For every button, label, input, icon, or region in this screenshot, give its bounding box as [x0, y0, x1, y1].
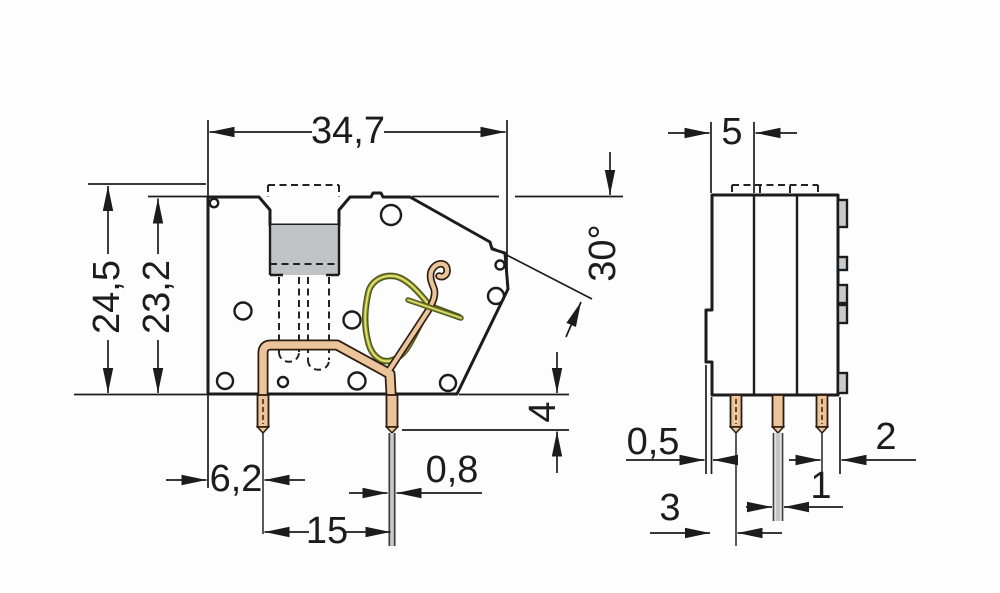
side-tabs: [836, 198, 849, 395]
dim-pin-thickness: 1: [746, 465, 843, 513]
front-extension-lines: [74, 120, 623, 488]
pole-dividers: [752, 195, 799, 395]
front-solder-pins: [255, 394, 400, 546]
dim-label-height-body: 23,2: [136, 260, 178, 334]
dim-overall-width: 34,7: [209, 110, 506, 152]
dim-first-pin-offset: 6,2: [166, 458, 305, 500]
hidden-channels: [278, 277, 330, 371]
dim-pin-row-inset: 3: [650, 487, 782, 539]
front-body: [206, 191, 510, 396]
dim-pin-to-edge: 2: [789, 416, 916, 466]
spring-tail: [405, 297, 464, 321]
dim-label-overall-width: 34,7: [311, 110, 385, 152]
dim-label-first-pin-offset: 6,2: [210, 458, 263, 500]
dim-label-angle: 30°: [582, 224, 624, 281]
side-body: [704, 193, 840, 397]
dim-label-pin-spacing: 15: [306, 510, 348, 552]
dim-step-offset: 0,5: [626, 421, 738, 466]
dim-label-pitch: 5: [721, 111, 742, 153]
push-button-hidden: [267, 184, 340, 197]
dim-angle: 30°: [565, 152, 624, 338]
housing-holes: [208, 197, 506, 393]
dim-label-step-offset: 0,5: [627, 421, 680, 463]
side-extension-lines: [705, 122, 841, 474]
dim-pin-end-width: 0,8: [349, 449, 482, 499]
dim-label-pin-to-edge: 2: [875, 416, 896, 458]
dim-label-pin-protrusion: 4: [522, 401, 564, 422]
side-view: 5 0,5 3 1 2: [626, 111, 916, 546]
dim-pitch: 5: [668, 111, 797, 153]
clamp-spring: [361, 272, 463, 365]
dim-label-pin-end-width: 0,8: [426, 449, 479, 491]
front-view: 34,7 24,5 23,2 30° 4: [74, 110, 624, 552]
dim-height-total: 24,5: [86, 186, 128, 393]
dim-pin-spacing: 15: [264, 510, 391, 552]
dim-pin-protrusion: 4: [522, 352, 564, 473]
side-buttons-hidden: [731, 184, 819, 195]
button-recess: [270, 225, 339, 275]
busbar: [257, 260, 451, 418]
side-solder-pins: [728, 394, 830, 546]
dim-label-pin-row-inset: 3: [659, 487, 680, 529]
dim-label-pin-thickness: 1: [810, 465, 831, 507]
dim-label-height-total: 24,5: [86, 260, 128, 334]
dim-height-body: 23,2: [136, 198, 178, 393]
